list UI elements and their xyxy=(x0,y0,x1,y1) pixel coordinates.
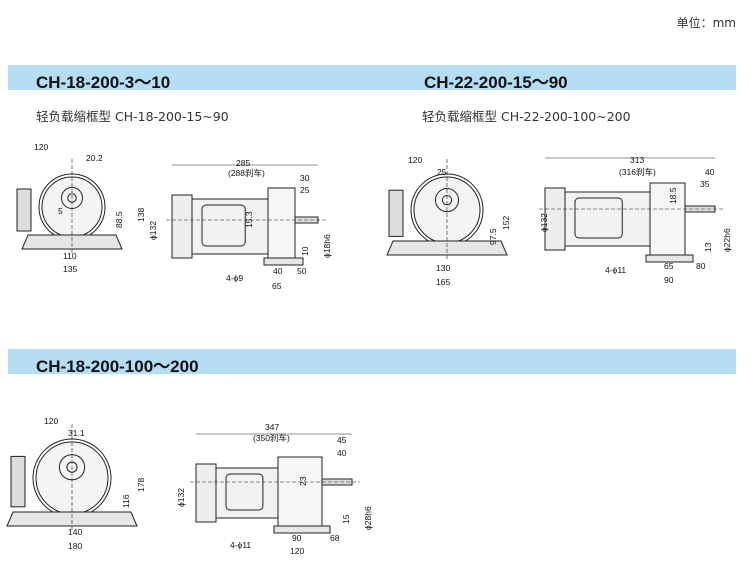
model-subtitle-ch22: 轻负载缩框型 CH-22-200-100~200 xyxy=(422,109,631,124)
terminal-box xyxy=(225,473,264,511)
motor-body xyxy=(564,191,651,247)
section-header-band-2: CH-18-200-100～200 xyxy=(8,349,736,376)
gearbox xyxy=(267,187,296,259)
dim-text: 120 xyxy=(34,142,48,152)
dim-text: 25 xyxy=(300,185,310,195)
dim-text: 5 xyxy=(58,206,63,216)
dim-text: ϕ132 xyxy=(148,221,158,240)
unit-label: 单位：mm xyxy=(676,16,736,30)
dim-text: 18.5 xyxy=(668,187,678,204)
dim-text: 15 xyxy=(341,514,351,524)
terminal-box xyxy=(201,204,246,247)
dim-text: ϕ28h6 xyxy=(363,506,373,530)
dim-text: 25 xyxy=(437,167,447,177)
dim-text: ϕ132 xyxy=(539,213,549,232)
fan-cover xyxy=(388,189,404,237)
dim-text: 120 xyxy=(44,416,58,426)
drawing-1-front-view: 120 20.2 5 138 88.5 110 135 xyxy=(34,142,146,274)
dim-text: 152 xyxy=(501,216,511,230)
dim-text: 120 xyxy=(408,155,422,165)
dim-text: 165 xyxy=(436,277,450,287)
dim-text: 23 xyxy=(298,476,308,486)
dim-text: 140 xyxy=(68,527,82,537)
gearbox xyxy=(649,182,686,256)
mount-base xyxy=(645,254,694,263)
dim-text: (288刹车) xyxy=(228,168,265,178)
dim-text: 20.2 xyxy=(86,153,103,163)
dim-text: 313 xyxy=(630,155,644,165)
dim-text: 90 xyxy=(664,275,674,285)
drawing-3-side-view: 347 (350刹车) 45 40 23 ϕ132 ϕ28h6 15 4-ϕ11… xyxy=(176,422,373,556)
dim-text: 45 xyxy=(337,435,347,445)
dim-text: 80 xyxy=(696,261,706,271)
dim-text: ϕ22h6 xyxy=(722,228,732,252)
model-title-ch18-small: CH-18-200-3～10 xyxy=(36,73,171,92)
dim-text: 97.5 xyxy=(488,228,498,245)
section-header-band-1: CH-18-200-3～10 CH-22-200-15～90 xyxy=(8,65,736,92)
dim-text: (316刹车) xyxy=(619,167,656,177)
foot-base xyxy=(386,240,508,256)
dim-text: 90 xyxy=(292,533,302,543)
dim-text: 40 xyxy=(705,167,715,177)
dim-text: 65 xyxy=(272,281,282,291)
fan-cover xyxy=(16,188,32,232)
dim-text: 4-ϕ11 xyxy=(605,265,626,275)
motor-body xyxy=(191,198,269,255)
fan-cover xyxy=(171,194,193,259)
dim-text: 110 xyxy=(63,251,77,261)
dim-text: 138 xyxy=(136,208,146,222)
dim-text: 15.3 xyxy=(244,211,254,228)
foot-base xyxy=(6,511,138,527)
gearbox xyxy=(277,456,323,527)
dim-text: 116 xyxy=(121,494,131,508)
dim-text: 88.5 xyxy=(114,211,124,228)
dim-text: 68 xyxy=(330,533,340,543)
mount-base xyxy=(273,525,331,534)
drawing-1-side-view: 285 (288刹车) 30 25 15.3 ϕ132 ϕ18h6 10 4-ϕ… xyxy=(148,158,332,291)
dim-text: 10 xyxy=(300,246,310,256)
dim-text: 13 xyxy=(703,242,713,252)
dim-text: ϕ132 xyxy=(176,488,186,507)
drawing-2-side-view: 313 (316刹车) 40 35 18.5 ϕ132 ϕ22h6 13 4-ϕ… xyxy=(539,155,732,285)
model-subtitle-ch18: 轻负载缩框型 CH-18-200-15~90 xyxy=(36,109,229,124)
dim-text: 30 xyxy=(300,173,310,183)
fan-cover xyxy=(195,463,217,523)
dim-text: 130 xyxy=(436,263,450,273)
drawing-3-front-view: 120 31.1 116 178 140 180 xyxy=(44,416,146,551)
fan-cover xyxy=(10,455,26,508)
dim-text: 347 xyxy=(265,422,279,432)
dim-text: 135 xyxy=(63,264,77,274)
dim-text: ϕ18h6 xyxy=(322,234,332,258)
dim-text: 40 xyxy=(273,266,283,276)
dim-text: 180 xyxy=(68,541,82,551)
mount-base xyxy=(263,257,304,266)
dim-text: 4-ϕ9 xyxy=(226,273,243,283)
model-title-ch22: CH-22-200-15～90 xyxy=(424,73,568,92)
drawing-2-front-view: 120 25 97.5 152 130 165 xyxy=(408,155,511,287)
dim-text: 4-ϕ11 xyxy=(230,540,251,550)
dim-text: 40 xyxy=(337,448,347,458)
output-flange xyxy=(434,188,460,213)
dim-text: 178 xyxy=(136,478,146,492)
foot-base xyxy=(21,234,123,250)
dim-text: 285 xyxy=(236,158,250,168)
terminal-box xyxy=(574,197,623,239)
dim-text: 35 xyxy=(700,179,710,189)
dim-text: 31.1 xyxy=(68,428,85,438)
dim-text: 65 xyxy=(664,261,674,271)
dim-text: 120 xyxy=(290,546,304,556)
dim-text: (350刹车) xyxy=(253,433,290,443)
dim-text: 50 xyxy=(297,266,307,276)
model-title-ch18-large: CH-18-200-100～200 xyxy=(36,357,199,376)
